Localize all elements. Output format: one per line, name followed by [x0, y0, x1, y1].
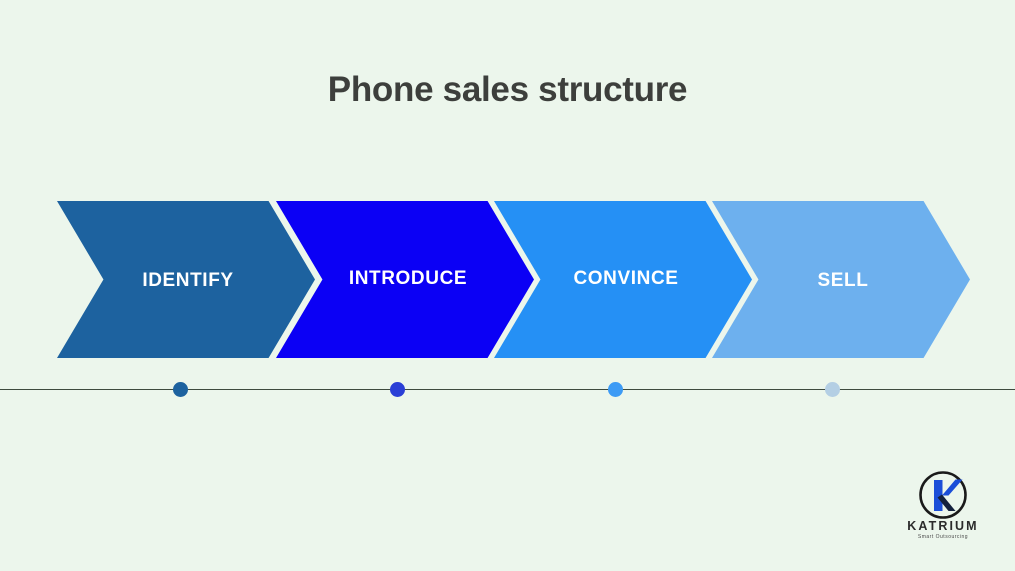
- process-step-label: SELL: [817, 269, 869, 291]
- process-step-identify[interactable]: IDENTIFY: [57, 201, 315, 358]
- brand-logo: KATRIUM Smart Outsourcing: [893, 470, 993, 548]
- timeline-marker-sell[interactable]: [825, 382, 840, 397]
- timeline-marker-introduce[interactable]: [390, 382, 405, 397]
- timeline-marker-convince[interactable]: [608, 382, 623, 397]
- process-step-label: IDENTIFY: [142, 269, 234, 291]
- process-step-label: INTRODUCE: [348, 267, 468, 289]
- katrium-k-circle-icon: [919, 471, 967, 519]
- process-step-label: CONVINCE: [573, 267, 679, 289]
- brand-tagline: Smart Outsourcing: [917, 534, 969, 540]
- timeline-axis-line: [0, 389, 1015, 391]
- timeline: [0, 382, 1015, 398]
- brand-name: KATRIUM: [907, 519, 979, 533]
- timeline-marker-identify[interactable]: [173, 382, 188, 397]
- page-title: Phone sales structure: [327, 70, 688, 109]
- process-flow-diagram: IDENTIFY INTRODUCE CONVINCE SELL: [0, 201, 1015, 358]
